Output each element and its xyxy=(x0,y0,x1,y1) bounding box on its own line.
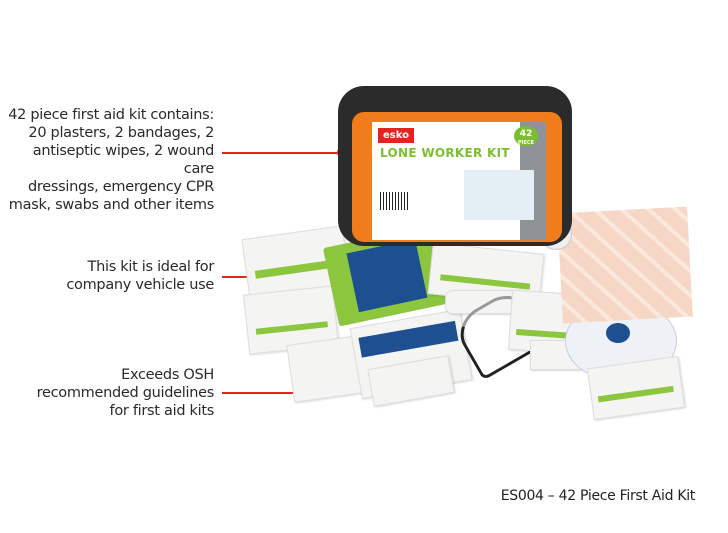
callout-line: for first aid kits xyxy=(109,403,215,419)
callout-line: company vehicle use xyxy=(66,277,214,293)
product-caption: ES004 – 42 Piece First Aid Kit xyxy=(500,488,696,504)
callout-line: 20 plasters, 2 bandages, 2 xyxy=(28,125,214,141)
callout-line: This kit is ideal for xyxy=(87,259,215,275)
contents-photo xyxy=(464,170,534,220)
callout-line: Exceeds OSH xyxy=(121,367,214,383)
callout-line: antiseptic wipes, 2 wound care xyxy=(32,143,215,177)
brand-logo: esko xyxy=(378,128,414,143)
callout-line: 42 piece first aid kit contains: xyxy=(8,107,214,123)
callout-line: mask, swabs and other items xyxy=(8,197,215,213)
callout-line: recommended guidelines xyxy=(36,385,215,401)
callout-contents: 42 piece first aid kit contains: 20 plas… xyxy=(0,106,214,214)
callout-connector xyxy=(222,392,308,394)
kit-name: LONE WORKER KIT xyxy=(380,146,510,160)
barcode xyxy=(380,192,410,210)
callout-connector xyxy=(222,276,256,278)
callout-osh: Exceeds OSH recommended guidelines for f… xyxy=(36,366,215,420)
callout-connector xyxy=(222,152,339,154)
callout-line: dressings, emergency CPR xyxy=(28,179,214,195)
plasters xyxy=(557,206,693,324)
medical-gloves xyxy=(586,355,686,421)
callout-vehicle: This kit is ideal for company vehicle us… xyxy=(66,258,214,294)
